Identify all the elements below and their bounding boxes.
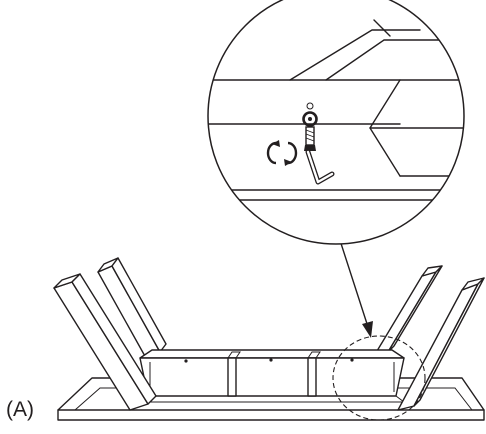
step-label: (A) [6,398,34,421]
rotate-arrows-icon [266,140,298,166]
magnified-detail [207,0,465,245]
detail-area-marker [332,335,426,421]
leg-front-right [397,277,485,411]
allen-key-icon [305,149,335,185]
leg-back-right [373,265,443,357]
detail-leader-arrow [335,227,373,338]
table-frame [138,349,406,403]
bolt-with-washer-icon [302,111,318,151]
leg-front-left [53,273,157,411]
table-assembly [53,257,485,421]
